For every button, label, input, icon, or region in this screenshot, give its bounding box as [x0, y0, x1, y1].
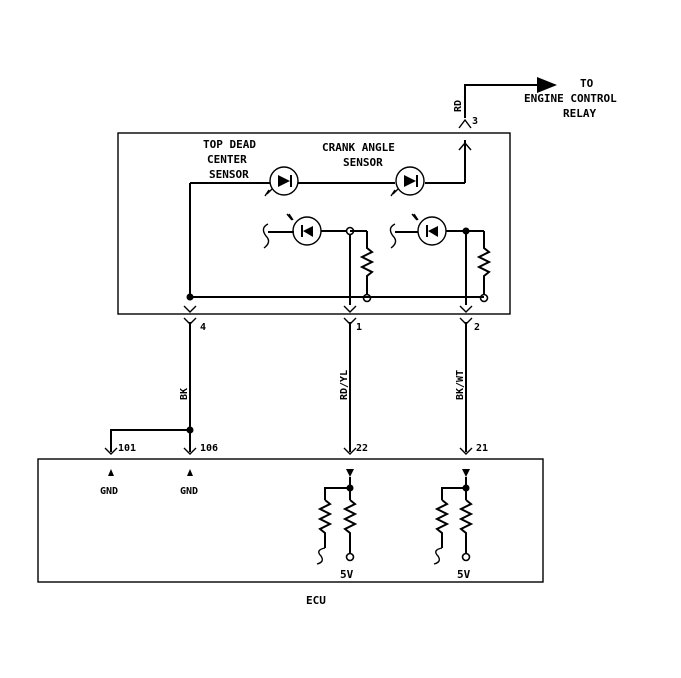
pin-101-label: 101: [118, 443, 136, 454]
pin-21-label: 21: [476, 443, 488, 454]
gnd-101-label: GND: [100, 486, 118, 497]
module-resistors: [186, 230, 492, 305]
to-relay-label-2: ENGINE CONTROL: [524, 92, 617, 105]
to-relay-label-3: RELAY: [563, 107, 596, 120]
5v-21-label: 5V: [457, 568, 471, 581]
rd-wire-label: RD: [453, 100, 464, 112]
ecu-label: ECU: [306, 594, 326, 607]
ecu-box: [37, 458, 544, 583]
bk-wire-label: BK: [179, 388, 190, 400]
ecu-input-circuit-22: [316, 469, 358, 565]
relay-wire: [458, 77, 557, 183]
to-relay-label-1: TO: [580, 77, 594, 90]
module-connectors: [183, 305, 473, 325]
pin-106-label: 106: [200, 443, 218, 454]
sensor-module-box: [117, 132, 511, 315]
phototransistor-2-icon: [389, 213, 484, 249]
tdc-label-2: CENTER: [207, 153, 247, 166]
pin-3-label: 3: [472, 116, 478, 127]
ecu-connectors: [104, 447, 473, 455]
ground-101-icon: [108, 469, 114, 476]
crank-label-2: SENSOR: [343, 156, 383, 169]
gnd-106-label: GND: [180, 486, 198, 497]
pin-22-label: 22: [356, 443, 368, 454]
pin-4-label: 4: [200, 322, 206, 333]
pin-1-label: 1: [356, 322, 362, 333]
tdc-led-icon: [264, 166, 299, 197]
pin-2-label: 2: [474, 322, 480, 333]
crank-label-1: CRANK ANGLE: [322, 141, 395, 154]
crank-led-icon: [390, 166, 425, 197]
5v-22-label: 5V: [340, 568, 354, 581]
tdc-label-3: SENSOR: [209, 168, 249, 181]
phototransistor-1-icon: [262, 213, 355, 249]
bkwt-wire-label: BK/WT: [455, 370, 466, 400]
ground-106-icon: [187, 469, 193, 476]
rdyl-wire-label: RD/YL: [339, 370, 350, 400]
led-supply-circuit: [189, 182, 465, 297]
harness-wires: [110, 322, 467, 452]
ecu-input-circuit-21: [433, 469, 474, 565]
tdc-label-1: TOP DEAD: [203, 138, 256, 151]
